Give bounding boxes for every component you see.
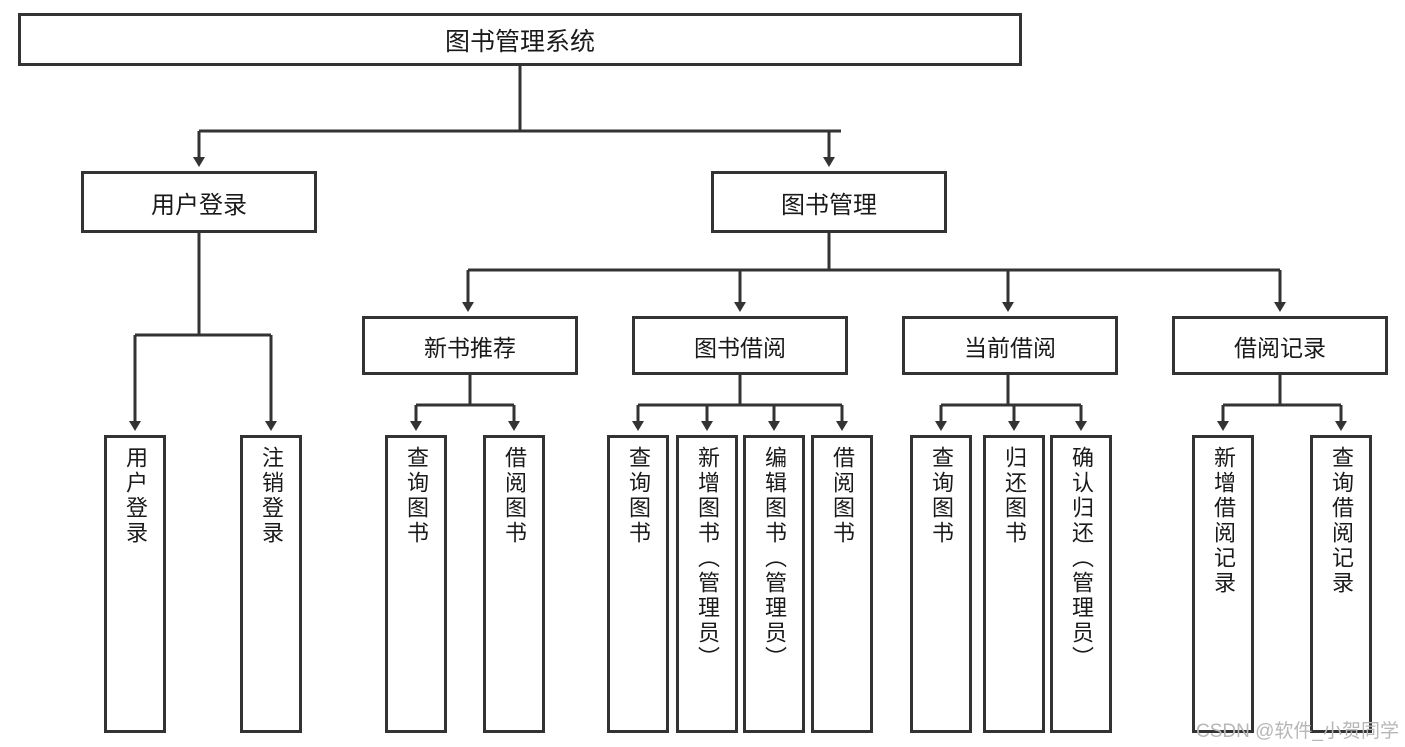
node-user-login[interactable]: 用户登录 — [81, 171, 317, 233]
node-leaf-user-logout[interactable]: 注销登录 — [240, 435, 302, 733]
node-leaf-edit-book-label: 编辑图书（管理员） — [762, 446, 787, 671]
node-book-manage[interactable]: 图书管理 — [711, 171, 947, 233]
node-leaf-borrow-book-rec-label: 借阅图书 — [502, 446, 527, 546]
node-book-borrow-label: 图书借阅 — [694, 334, 786, 361]
node-leaf-return-book-label: 归还图书 — [1002, 446, 1027, 546]
edge-bookmanage-to-level3 — [462, 233, 1286, 312]
node-leaf-user-login[interactable]: 用户登录 — [104, 435, 166, 733]
node-root[interactable]: 图书管理系统 — [18, 13, 1022, 66]
node-leaf-add-record[interactable]: 新增借阅记录 — [1192, 435, 1254, 733]
edge-userlogin-to-leaves — [129, 233, 277, 431]
node-leaf-borrow-book-b-label: 借阅图书 — [830, 446, 855, 546]
node-leaf-query-book-rec[interactable]: 查询图书 — [385, 435, 447, 733]
node-new-book-rec-label: 新书推荐 — [424, 334, 516, 361]
node-current-borrow-label: 当前借阅 — [964, 334, 1056, 361]
node-leaf-edit-book[interactable]: 编辑图书（管理员） — [743, 435, 805, 733]
edge-borrowrecord-to-leaves — [1217, 375, 1347, 431]
node-leaf-confirm-return[interactable]: 确认归还（管理员） — [1050, 435, 1112, 733]
node-leaf-add-record-label: 新增借阅记录 — [1211, 446, 1236, 596]
node-user-login-label: 用户登录 — [151, 191, 247, 219]
node-leaf-query-record[interactable]: 查询借阅记录 — [1310, 435, 1372, 733]
edge-newbook-to-leaves — [410, 375, 520, 431]
node-leaf-borrow-book-b[interactable]: 借阅图书 — [811, 435, 873, 733]
node-leaf-query-book-c-label: 查询图书 — [929, 446, 954, 546]
watermark-text: CSDN @软件_小贺同学 — [1196, 721, 1399, 742]
edge-currentborrow-to-leaves — [935, 375, 1087, 431]
node-leaf-query-book-b-label: 查询图书 — [626, 446, 651, 546]
node-new-book-rec[interactable]: 新书推荐 — [362, 316, 578, 375]
node-leaf-borrow-book-rec[interactable]: 借阅图书 — [483, 435, 545, 733]
node-leaf-query-book-rec-label: 查询图书 — [404, 446, 429, 546]
node-leaf-query-book-c[interactable]: 查询图书 — [910, 435, 972, 733]
node-leaf-query-book-b[interactable]: 查询图书 — [607, 435, 669, 733]
node-leaf-confirm-return-label: 确认归还（管理员） — [1069, 446, 1094, 671]
node-book-manage-label: 图书管理 — [781, 191, 877, 219]
node-leaf-return-book[interactable]: 归还图书 — [983, 435, 1045, 733]
node-borrow-record[interactable]: 借阅记录 — [1172, 316, 1388, 375]
node-leaf-add-book[interactable]: 新增图书（管理员） — [676, 435, 738, 733]
edge-root-to-level2 — [193, 66, 841, 167]
edge-bookborrow-to-leaves — [632, 375, 848, 431]
node-leaf-add-book-label: 新增图书（管理员） — [695, 446, 720, 671]
node-leaf-query-record-label: 查询借阅记录 — [1329, 446, 1354, 596]
node-book-borrow[interactable]: 图书借阅 — [632, 316, 848, 375]
node-leaf-user-logout-label: 注销登录 — [259, 446, 284, 546]
node-current-borrow[interactable]: 当前借阅 — [902, 316, 1118, 375]
node-leaf-user-login-label: 用户登录 — [123, 446, 148, 546]
node-root-label: 图书管理系统 — [444, 27, 595, 56]
node-borrow-record-label: 借阅记录 — [1234, 334, 1326, 361]
